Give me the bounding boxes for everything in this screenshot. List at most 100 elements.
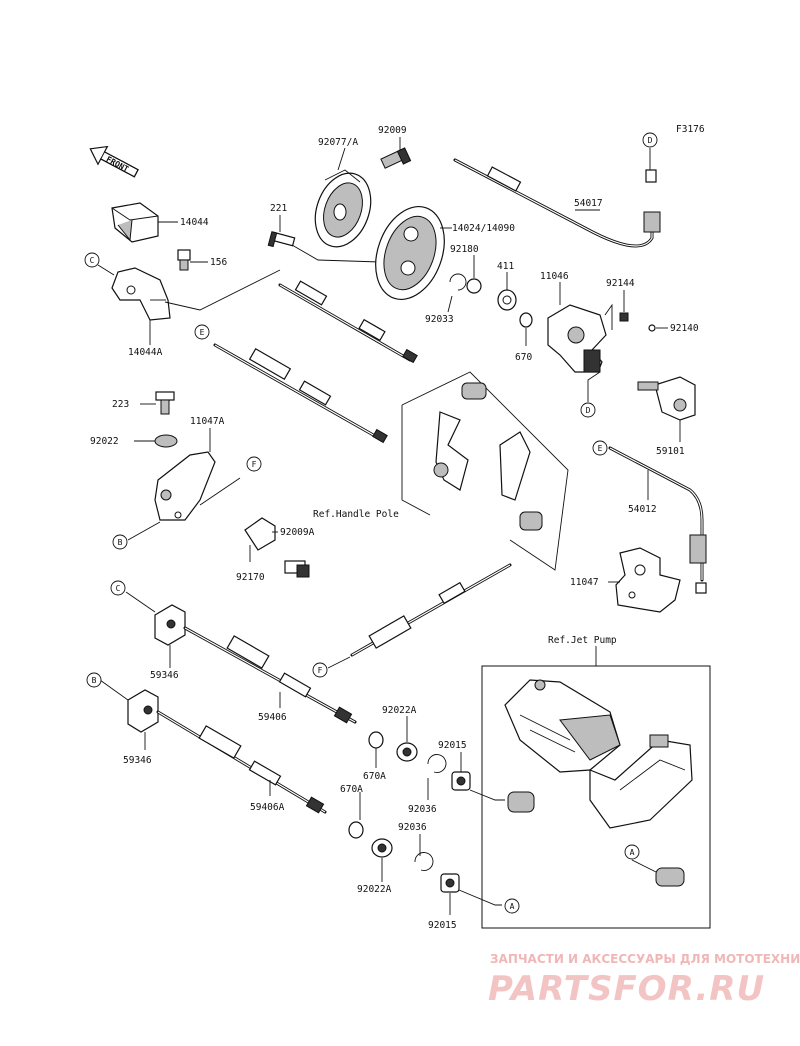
callout-d-mid: D: [580, 402, 596, 418]
block-59346-b: [127, 689, 159, 733]
label-59346a: 59346: [150, 670, 179, 681]
svg-text:D: D: [648, 136, 653, 145]
cable-59406a: [156, 710, 327, 814]
svg-text:B: B: [92, 676, 97, 685]
label-92009a: 92009A: [280, 527, 315, 538]
label-92170: 92170: [236, 572, 265, 583]
cable-54017: [453, 158, 661, 248]
bracket-11047: [615, 547, 681, 613]
cover-92077a: [314, 169, 372, 248]
bolt-223-head: [155, 391, 175, 401]
svg-text:C: C: [90, 256, 95, 265]
label-59406: 59406: [258, 712, 287, 723]
oring-670a-lower: [348, 821, 364, 839]
jet-pump-nozzle: [504, 679, 693, 829]
svg-text:D: D: [586, 406, 591, 415]
handle-pole-parts: [433, 382, 543, 531]
bracket-14044a: [111, 267, 171, 321]
label-411: 411: [497, 261, 514, 272]
svg-text:B: B: [118, 538, 123, 547]
label-11047: 11047: [570, 577, 599, 588]
label-14024: 14024/14090: [452, 223, 515, 234]
bolt-92009a: [284, 560, 310, 578]
drum-14024: [375, 205, 445, 301]
label-92140: 92140: [670, 323, 699, 334]
svg-text:F: F: [318, 666, 323, 675]
nut-92015-upper: [451, 771, 471, 791]
label-14044: 14044: [180, 217, 209, 228]
label-92022: 92022: [90, 436, 119, 447]
svg-text:E: E: [200, 328, 205, 337]
label-59406a: 59406A: [250, 802, 285, 813]
cable-f: [350, 563, 512, 657]
label-92036a: 92036: [408, 804, 437, 815]
callout-e-right: E: [592, 440, 608, 456]
label-54012: 54012: [628, 504, 657, 515]
block-59346-c: [154, 604, 186, 646]
label-92180: 92180: [450, 244, 479, 255]
svg-text:C: C: [116, 584, 121, 593]
label-92022a1: 92022A: [382, 705, 417, 716]
cable-59406: [183, 626, 357, 724]
label-670a1: 670A: [363, 771, 386, 782]
cap-14044: [111, 202, 159, 243]
callout-b-upper: B: [112, 534, 128, 550]
fitting-upper: [507, 791, 535, 813]
diagram-code: F3176: [676, 124, 705, 135]
bolt-156: [177, 249, 191, 271]
label-54017: 54017: [574, 198, 603, 209]
bolt-92144: [619, 312, 629, 322]
fitting-lower: [655, 867, 685, 887]
ref-handle-pole: Ref.Handle Pole: [313, 509, 399, 520]
label-59346b: 59346: [123, 755, 152, 766]
callout-f-lower: F: [312, 662, 328, 678]
label-156: 156: [210, 257, 227, 268]
svg-text:A: A: [630, 848, 635, 857]
label-92036b: 92036: [398, 822, 427, 833]
callout-a-lower: A: [504, 898, 520, 914]
bracket-11047a: [154, 451, 216, 521]
clip-92036-lower: [414, 852, 434, 871]
nut-92015-lower: [440, 873, 460, 893]
watermark-brand: PARTSFOR.RU: [488, 969, 765, 1009]
screw-92009: [380, 147, 412, 169]
ref-jet-pump: Ref.Jet Pump: [548, 635, 617, 646]
oring-670a-upper: [368, 731, 384, 749]
clip-92036-upper: [427, 754, 447, 773]
svg-text:A: A: [510, 902, 515, 911]
throttle-cable-upper: [278, 280, 418, 364]
label-14044a: 14044A: [128, 347, 163, 358]
callout-a-pump: A: [624, 844, 640, 860]
label-11047a: 11047A: [190, 416, 225, 427]
svg-text:F: F: [252, 460, 257, 469]
label-59101: 59101: [656, 446, 685, 457]
callout-b-lower: B: [86, 672, 102, 688]
clamp-92170: [244, 517, 276, 551]
clip-92033: [449, 273, 467, 291]
label-92144: 92144: [606, 278, 635, 289]
front-arrow: FRONT: [89, 145, 139, 178]
label-92009: 92009: [378, 125, 407, 136]
label-670a2: 670A: [340, 784, 363, 795]
watermark-tagline: ЗАПЧАСТИ И АКСЕССУАРЫ ДЛЯ МОТОТЕХНИКИ: [490, 952, 800, 966]
callout-f-upper: F: [246, 456, 262, 472]
screw-221: [267, 231, 296, 248]
callout-d-top: D: [642, 132, 658, 148]
callout-c-upper: C: [84, 252, 100, 268]
callout-c-lower: C: [110, 580, 126, 596]
front-label: FRONT: [104, 155, 130, 174]
pin-92140: [648, 324, 656, 332]
svg-text:E: E: [598, 444, 603, 453]
label-92077a: 92077/A: [318, 137, 358, 148]
label-92033: 92033: [425, 314, 454, 325]
lever-11046: [547, 304, 607, 373]
label-221: 221: [270, 203, 287, 214]
oring-670: [519, 312, 533, 328]
lever-59101: [637, 376, 696, 421]
washer-92180: [466, 278, 482, 294]
label-92015b: 92015: [428, 920, 457, 931]
label-223: 223: [112, 399, 129, 410]
label-11046: 11046: [540, 271, 569, 282]
label-92022a2: 92022A: [357, 884, 392, 895]
